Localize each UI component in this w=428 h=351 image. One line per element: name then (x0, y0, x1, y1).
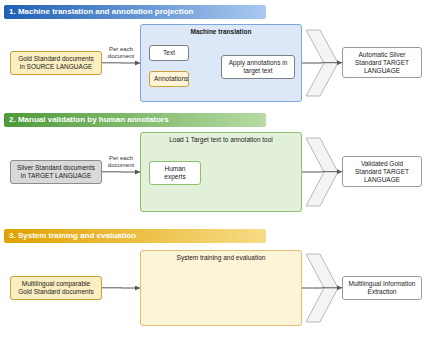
node-text: 3. System training and evaluation (9, 231, 261, 241)
node-text: Multilingual Information Extraction (347, 280, 417, 296)
input-box: Gold Standard documents in SOURCE LANGUA… (10, 51, 102, 75)
node-text: 2. Manual validation by human annotators (9, 115, 261, 125)
text-box: Text (149, 45, 189, 61)
flow-arrow (102, 62, 140, 63)
node-text: Multilingual comparable Gold Standard do… (15, 280, 97, 296)
input-box: Multilingual comparable Gold Standard do… (10, 276, 102, 300)
input-box: Silver Standard documents in TARGET LANG… (10, 160, 102, 184)
node-text: Human experts (154, 165, 196, 181)
flow-arrow (102, 287, 140, 288)
section-header: 1. Machine translation and annotation pr… (4, 5, 266, 19)
node-text: 1. Machine translation and annotation pr… (9, 7, 261, 17)
output-box: Multilingual Information Extraction (342, 276, 422, 300)
node-text: Automatic Silver Standard TARGET LANGUAG… (347, 51, 417, 74)
node-text: Apply annotations in target text (226, 59, 290, 75)
output-box: Automatic Silver Standard TARGET LANGUAG… (342, 47, 422, 78)
process-panel: System training and evaluation (140, 250, 302, 326)
node-text: Annotations (154, 75, 184, 83)
expert-box: Human experts (149, 161, 201, 185)
node-text: Silver Standard documents in TARGET LANG… (15, 164, 97, 180)
chevrons (306, 30, 338, 322)
annotation-box: Annotations (149, 71, 189, 87)
node-text: Gold Standard documents in SOURCE LANGUA… (15, 55, 97, 71)
node-text: Machine translation (145, 28, 297, 36)
node-text: Text (154, 49, 184, 57)
section-header: 2. Manual validation by human annotators (4, 113, 266, 127)
apply-box: Apply annotations in target text (221, 55, 295, 79)
process-panel: Load 1 Target text to annotation toolHum… (140, 132, 302, 212)
output-box: Validated Gold Standard TARGET LANGUAGE (342, 156, 422, 187)
node-text: Validated Gold Standard TARGET LANGUAGE (347, 160, 417, 183)
flow-arrow (302, 62, 342, 63)
flow-arrow (102, 171, 140, 172)
flow-arrow (302, 287, 342, 288)
process-panel: Machine translationTextAnnotations Apply … (140, 24, 302, 102)
section-header: 3. System training and evaluation (4, 229, 266, 243)
node-text: System training and evaluation (145, 254, 297, 262)
edge-label: Per each document (103, 46, 139, 60)
node-text: Load 1 Target text to annotation tool (145, 136, 297, 144)
flow-arrow (302, 171, 342, 172)
edge-label: Per each document (103, 155, 139, 169)
